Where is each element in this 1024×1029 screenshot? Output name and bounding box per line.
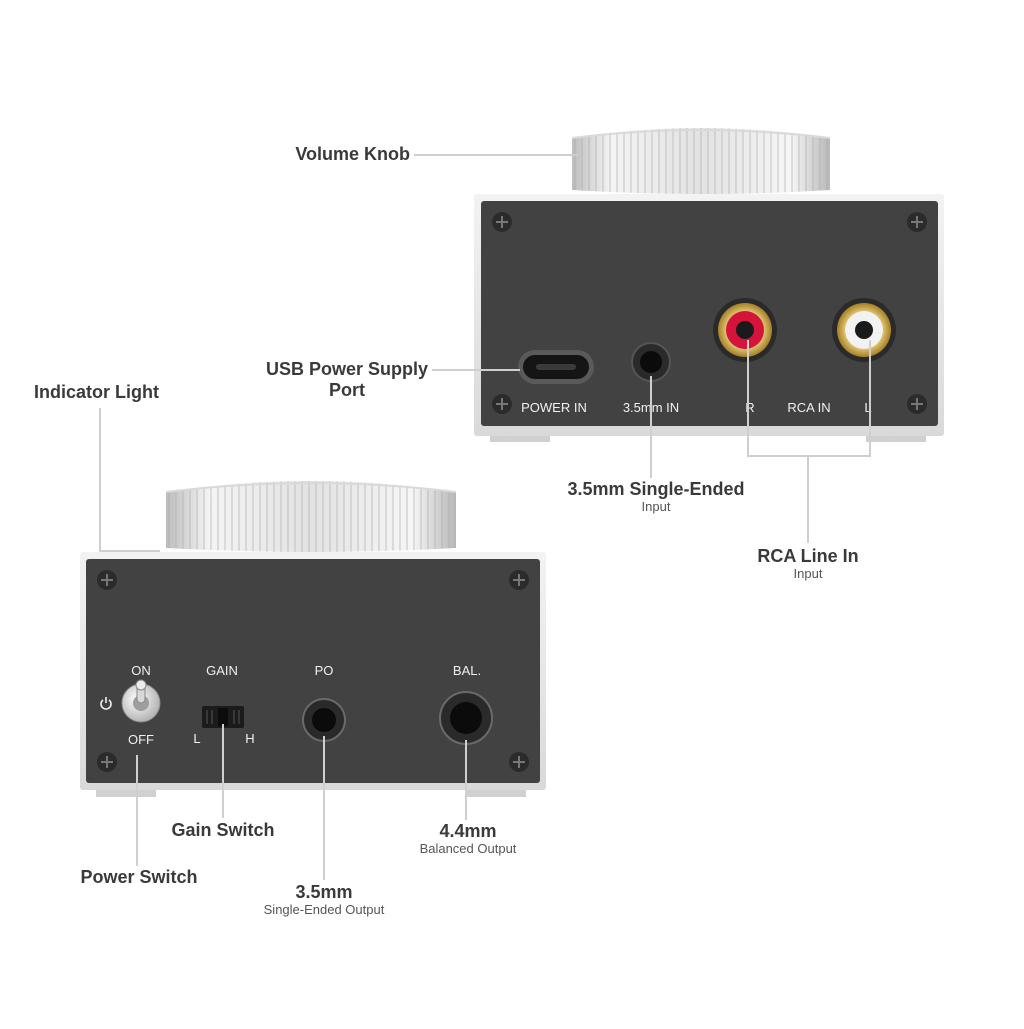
- front-foot-left: [96, 790, 156, 797]
- screw-icon: [492, 212, 512, 232]
- label-single-ended-input: 3.5mm Single-Ended Input: [567, 479, 745, 514]
- label-rca-line-in: RCA Line In Input: [757, 546, 859, 581]
- gain-slide-switch: [202, 706, 244, 728]
- label-gain-switch: Gain Switch: [171, 820, 275, 840]
- screw-icon: [907, 212, 927, 232]
- rca-r-text: R: [745, 400, 754, 415]
- screw-icon: [509, 570, 529, 590]
- leader-lines: [99, 154, 871, 880]
- screw-icon: [97, 570, 117, 590]
- gain-h-text: H: [245, 731, 254, 746]
- back-panel: [481, 201, 938, 426]
- screw-icon: [509, 752, 529, 772]
- leader-indicator-light: [99, 408, 160, 552]
- label-usb-power-supply-port: USB Power Supply Port: [265, 359, 429, 400]
- screw-icon: [97, 752, 117, 772]
- gain-text: GAIN: [206, 663, 238, 678]
- back-unit: POWER IN 3.5mm IN R RCA IN L: [474, 128, 944, 442]
- on-text: ON: [131, 663, 151, 678]
- usb-c-port: [518, 350, 594, 384]
- front-panel: [86, 559, 540, 783]
- po-text: PO: [315, 663, 334, 678]
- volume-knob-front: [165, 481, 457, 552]
- back-foot-left: [490, 436, 550, 442]
- back-foot-right: [866, 436, 926, 442]
- off-text: OFF: [128, 732, 154, 747]
- label-volume-knob: Volume Knob: [295, 144, 410, 164]
- label-balanced-output: 4.4mm Balanced Output: [419, 821, 517, 856]
- power-toggle-switch: [121, 679, 161, 723]
- label-single-ended-output: 3.5mm Single-Ended Output: [263, 882, 385, 917]
- screw-icon: [907, 394, 927, 414]
- gain-l-text: L: [193, 731, 200, 746]
- volume-knob: [571, 128, 831, 194]
- jack-3-5mm-in: [631, 342, 671, 382]
- rca-right-jack: [713, 298, 777, 362]
- power-in-text: POWER IN: [521, 400, 587, 415]
- rca-left-jack: [832, 298, 896, 362]
- label-power-switch: Power Switch: [80, 867, 198, 887]
- power-icon: [100, 697, 112, 710]
- po-jack: [302, 698, 346, 742]
- front-foot-right: [466, 790, 526, 797]
- screw-icon: [492, 394, 512, 414]
- rca-in-text: RCA IN: [787, 400, 830, 415]
- front-unit: ON OFF GAIN L H PO BAL.: [80, 481, 546, 797]
- bal-text: BAL.: [453, 663, 481, 678]
- bal-jack: [439, 691, 493, 745]
- label-indicator-light: Indicator Light: [34, 382, 159, 402]
- rca-l-text: L: [864, 400, 871, 415]
